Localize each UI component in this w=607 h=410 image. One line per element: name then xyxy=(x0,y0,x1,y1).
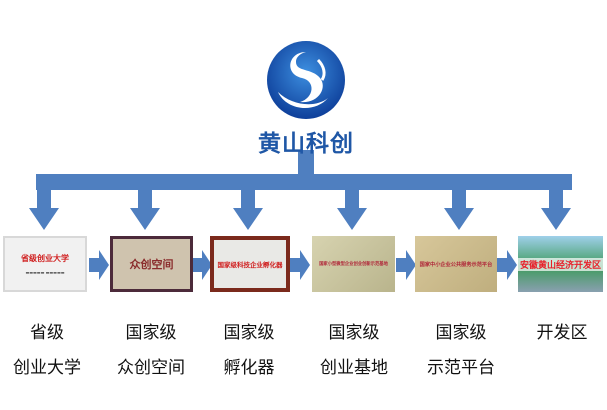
label-line1: 开发区 xyxy=(536,323,588,343)
label-line1: 国家级 xyxy=(435,323,487,343)
plaque-text: 众创空间 xyxy=(129,258,174,271)
down-arrow xyxy=(233,188,263,230)
horizontal-bar xyxy=(36,174,572,190)
logo-icon xyxy=(267,41,345,119)
plaque-startup-base: 国家小型微型企业创业创新示范基地 xyxy=(312,236,395,292)
plaque-text: 国家中小企业公共服务示范平台 xyxy=(419,261,493,268)
plaque-text: 省级创业大学 xyxy=(21,254,69,263)
down-arrow xyxy=(444,188,474,230)
right-arrow xyxy=(192,250,212,280)
plaque-demo-platform: 国家中小企业公共服务示范平台 xyxy=(415,236,497,292)
down-arrow xyxy=(130,188,160,230)
right-arrow xyxy=(497,250,517,280)
label-line1: 省级 xyxy=(30,323,64,343)
plaque-provincial-startup-university: 省级创业大学 ▬▬▬▬▬ ▬▬▬▬▬ xyxy=(3,236,87,292)
plaque-fineprint: ▬▬▬▬▬ ▬▬▬▬▬ xyxy=(25,270,65,275)
plaque-maker-space: 众创空间 xyxy=(110,236,193,292)
label-provincial-university: 省级创业大学 xyxy=(0,316,97,386)
label-demo-platform: 国家级示范平台 xyxy=(411,316,511,386)
plaque-text: 国家级科技企业孵化器 xyxy=(217,261,283,269)
label-line1: 国家级 xyxy=(223,323,275,343)
label-line2: 孵化器 xyxy=(223,358,275,378)
plaque-text: 国家小型微型企业创业创新示范基地 xyxy=(319,262,388,267)
label-incubator: 国家级孵化器 xyxy=(199,316,299,386)
label-line2: 创业基地 xyxy=(320,358,388,378)
plaque-incubator: 国家级科技企业孵化器 xyxy=(210,236,290,292)
label-startup-base: 国家级创业基地 xyxy=(304,316,404,386)
label-line1: 国家级 xyxy=(125,323,177,343)
label-development-zone: 开发区 xyxy=(512,316,607,351)
down-arrow xyxy=(337,188,367,230)
plaque-text: 安徽黄山经济开发区 xyxy=(518,257,603,271)
brand-name: 黄山科创 xyxy=(258,131,354,157)
right-arrow xyxy=(89,250,109,280)
label-line1: 国家级 xyxy=(328,323,380,343)
photo-development-zone: 安徽黄山经济开发区 xyxy=(518,236,603,292)
stem-arrow xyxy=(298,150,314,176)
label-line2: 创业大学 xyxy=(13,358,81,378)
label-maker-space: 国家级众创空间 xyxy=(101,316,201,386)
down-arrow xyxy=(541,188,571,230)
down-arrow xyxy=(29,188,59,230)
right-arrow xyxy=(396,250,416,280)
label-line2: 众创空间 xyxy=(117,358,185,378)
label-line2: 示范平台 xyxy=(427,358,495,378)
right-arrow xyxy=(290,250,310,280)
